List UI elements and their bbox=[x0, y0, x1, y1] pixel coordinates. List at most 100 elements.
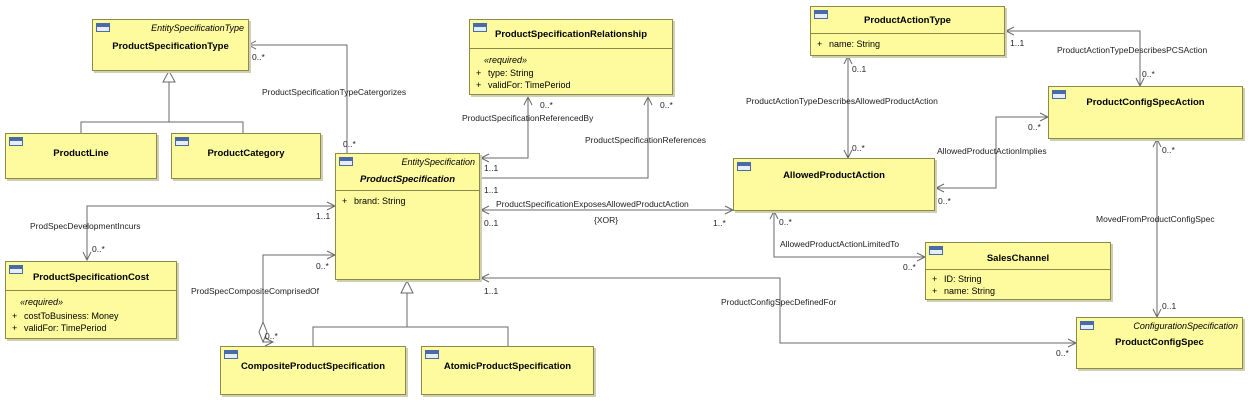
generalization-triangle-spec-type bbox=[162, 69, 176, 83]
class-icon bbox=[814, 10, 828, 19]
attribute: +name: String bbox=[932, 286, 996, 296]
assoc-composite-comprised-of bbox=[262, 254, 335, 322]
multiplicity: 0..* bbox=[1142, 69, 1155, 79]
class-name: ProductSpecificationType bbox=[112, 41, 229, 52]
class-product-specification-type[interactable]: EntitySpecificationType ProductSpecifica… bbox=[92, 19, 249, 71]
compartment-separator bbox=[336, 190, 479, 191]
class-icon bbox=[1080, 321, 1094, 330]
class-icon bbox=[175, 137, 189, 146]
class-atomic-product-specification[interactable]: AtomicProductSpecification bbox=[421, 346, 594, 395]
assoc-label-xor: {XOR} bbox=[594, 215, 619, 225]
multiplicity: 0..* bbox=[540, 100, 553, 110]
class-icon bbox=[9, 137, 23, 146]
class-product-line[interactable]: ProductLine bbox=[5, 133, 157, 179]
attribute: +validFor: TimePeriod bbox=[12, 323, 107, 333]
class-product-specification[interactable]: EntitySpecification ProductSpecification… bbox=[335, 153, 480, 280]
attribute: +brand: String bbox=[342, 196, 406, 206]
assoc-development-incurs bbox=[86, 205, 335, 260]
compartment-separator bbox=[470, 48, 672, 49]
class-product-category[interactable]: ProductCategory bbox=[171, 133, 321, 179]
multiplicity: 0..* bbox=[903, 262, 916, 272]
class-name: ProductSpecificationCost bbox=[32, 272, 150, 283]
class-icon bbox=[224, 350, 238, 359]
class-name: ProductConfigSpecAction bbox=[1086, 97, 1205, 108]
class-name: ProductLine bbox=[53, 148, 109, 159]
multiplicity: 0..1 bbox=[1162, 301, 1177, 311]
assoc-label-action-type-describes-pcs: ProductActionTypeDescribesPCSAction bbox=[1057, 45, 1208, 55]
stereotype-label: EntitySpecification bbox=[401, 157, 475, 167]
multiplicity: 1..1 bbox=[484, 286, 499, 296]
class-composite-product-specification[interactable]: CompositeProductSpecification bbox=[220, 346, 406, 395]
class-allowed-product-action[interactable]: AllowedProductAction bbox=[733, 158, 935, 211]
multiplicity: 0..* bbox=[779, 217, 792, 227]
assoc-label-referenced-by: ProductSpecificationReferencedBy bbox=[462, 113, 594, 123]
assoc-label-type-categorizes: ProductSpecificationTypeCatergorizes bbox=[262, 87, 407, 97]
assoc-label-composite-comprised-of: ProdSpecCompositeComprisedOf bbox=[191, 286, 320, 296]
class-icon bbox=[425, 350, 439, 359]
attribute: +type: String bbox=[476, 68, 534, 78]
class-sales-channel[interactable]: SalesChannel +ID: String +name: String bbox=[925, 242, 1111, 300]
attribute: +costToBusiness: Money bbox=[12, 311, 119, 321]
multiplicity: 1..* bbox=[713, 218, 726, 228]
assoc-label-exposes-allowed-action: ProductSpecificationExposesAllowedProduc… bbox=[496, 199, 689, 209]
assoc-label-config-spec-defined-for: ProductConfigSpecDefinedFor bbox=[721, 297, 837, 307]
class-name: CompositeProductSpecification bbox=[240, 361, 386, 372]
class-product-config-spec-action[interactable]: ProductConfigSpecAction bbox=[1048, 86, 1243, 139]
multiplicity: 0..1 bbox=[484, 218, 499, 228]
attribute: +name: String bbox=[817, 39, 881, 49]
class-icon bbox=[929, 246, 943, 255]
class-icon bbox=[473, 23, 487, 32]
multiplicity: 0..* bbox=[252, 52, 265, 62]
multiplicity: 0..1 bbox=[852, 64, 867, 74]
class-icon bbox=[737, 162, 751, 171]
required-stereotype: «required» bbox=[484, 55, 528, 65]
class-name: SalesChannel bbox=[986, 253, 1050, 264]
assoc-label-action-type-describes-allowed: ProductActionTypeDescribesAllowedProduct… bbox=[746, 96, 938, 106]
multiplicity: 0..* bbox=[660, 100, 673, 110]
class-name: ProductCategory bbox=[207, 148, 285, 159]
class-name: ProductSpecificationRelationship bbox=[494, 29, 648, 40]
multiplicity: 0..* bbox=[343, 139, 356, 149]
multiplicity: 0..* bbox=[938, 196, 951, 206]
class-product-action-type[interactable]: ProductActionType +name: String bbox=[810, 6, 1005, 56]
stereotype-label: EntitySpecificationType bbox=[151, 23, 244, 33]
multiplicity: 0..* bbox=[1162, 145, 1175, 155]
multiplicity: 0..* bbox=[265, 331, 278, 341]
class-icon bbox=[339, 157, 353, 166]
assoc-allowed-action-implies bbox=[936, 116, 1048, 189]
assoc-label-allowed-action-limited-to: AllowedProductActionLimitedTo bbox=[780, 239, 900, 249]
class-icon bbox=[1052, 90, 1066, 99]
multiplicity: 1..1 bbox=[1010, 38, 1025, 48]
class-product-config-spec[interactable]: ConfigurationSpecification ProductConfig… bbox=[1076, 317, 1243, 369]
compartment-separator bbox=[6, 290, 176, 291]
class-product-specification-relationship[interactable]: ProductSpecificationRelationship «requir… bbox=[469, 19, 673, 95]
multiplicity: 0..* bbox=[1028, 122, 1041, 132]
multiplicity: 1..1 bbox=[484, 163, 499, 173]
class-icon bbox=[96, 23, 110, 32]
class-name: ProductConfigSpec bbox=[1115, 337, 1204, 348]
assoc-referenced-by bbox=[481, 97, 529, 159]
class-name: ProductActionType bbox=[864, 15, 951, 26]
assoc-references bbox=[481, 97, 649, 179]
multiplicity: 0..* bbox=[92, 244, 105, 254]
class-name: AtomicProductSpecification bbox=[443, 361, 572, 372]
multiplicity: 0..* bbox=[852, 143, 865, 153]
class-product-specification-cost[interactable]: ProductSpecificationCost «required» +cos… bbox=[5, 261, 177, 339]
generalization-triangle-product-spec bbox=[400, 279, 414, 294]
compartment-separator bbox=[926, 269, 1110, 270]
multiplicity: 0..* bbox=[316, 261, 329, 271]
assoc-label-references: ProductSpecificationReferences bbox=[585, 135, 706, 145]
multiplicity: 1..1 bbox=[316, 211, 331, 221]
assoc-label-allowed-action-implies: AllowedProductActionImplies bbox=[937, 146, 1047, 156]
assoc-config-spec-defined-for bbox=[481, 277, 1076, 344]
class-name: ProductSpecification bbox=[359, 174, 455, 185]
generalization-product-line bbox=[80, 121, 244, 133]
multiplicity: 0..* bbox=[1056, 348, 1069, 358]
assoc-action-type-describes-pcs bbox=[1006, 30, 1141, 86]
assoc-label-development-incurs: ProdSpecDevelopmentIncurs bbox=[30, 221, 141, 231]
assoc-allowed-action-limited-to bbox=[773, 211, 925, 258]
stereotype-label: ConfigurationSpecification bbox=[1133, 321, 1238, 331]
required-stereotype: «required» bbox=[20, 297, 64, 307]
generalization-composite-atomic bbox=[312, 326, 509, 346]
